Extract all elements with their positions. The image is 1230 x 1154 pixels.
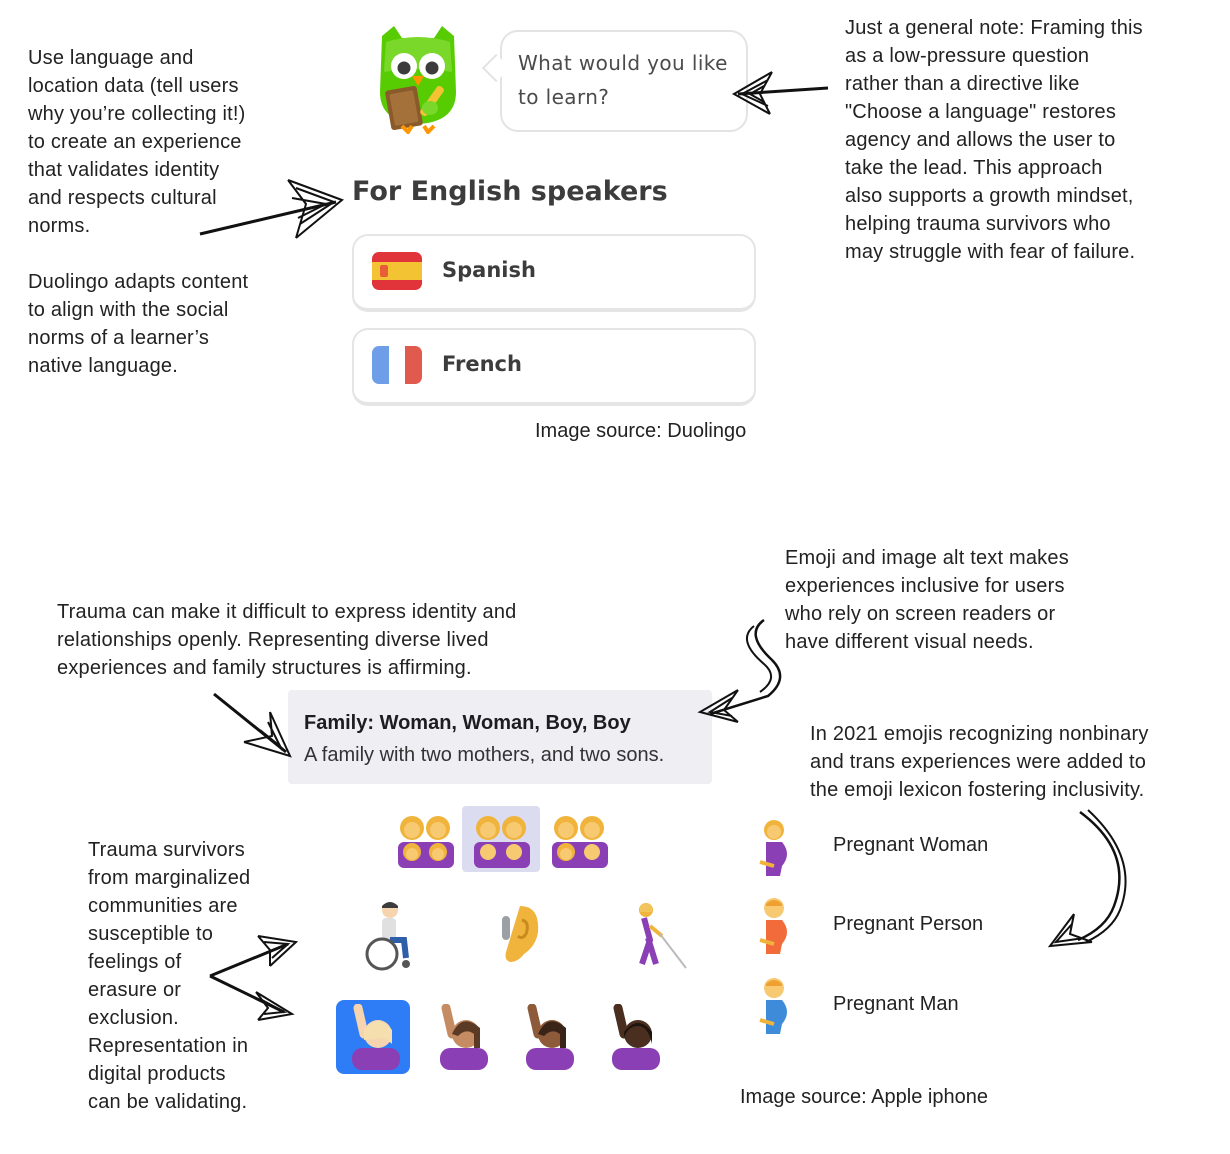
emoji-alt-text-box: Family: Woman, Woman, Boy, Boy A family … (288, 690, 712, 784)
spain-flag-icon (372, 252, 422, 290)
family-woman-woman-boy-boy-emoji[interactable] (470, 812, 534, 872)
note-marginalized: Trauma survivors from marginalized commu… (88, 839, 251, 1113)
person-raising-hand-medium-dark-emoji[interactable] (518, 1004, 578, 1070)
family-woman-woman-girl-girl-emoji[interactable] (394, 812, 458, 872)
note-general: Just a general note: Framing this as a l… (845, 17, 1143, 263)
learn-question: What would you like to learn? (518, 51, 728, 109)
language-label-french: French (442, 352, 522, 376)
france-flag-icon (372, 346, 422, 384)
ear-with-hearing-aid-emoji[interactable] (498, 902, 542, 968)
arrow-scribble-icon (199, 179, 344, 239)
for-english-speakers-heading: For English speakers (352, 176, 668, 207)
language-label-spanish: Spanish (442, 258, 536, 282)
emoji-alt-title: Family: Woman, Woman, Boy, Boy (304, 712, 631, 734)
arrow-double-icon (209, 935, 299, 1021)
speech-bubble (500, 30, 748, 132)
family-woman-woman-girl-boy-emoji[interactable] (548, 812, 612, 872)
pregnant-man-emoji[interactable] (752, 976, 792, 1036)
apple-source: Image source: Apple iphone (740, 1086, 988, 1108)
arrow-scribble-icon (213, 692, 292, 758)
pregnant-woman-emoji[interactable] (752, 818, 792, 878)
pregnant-man-label: Pregnant Man (833, 993, 959, 1015)
person-raising-hand-light-emoji[interactable] (344, 1004, 404, 1070)
note-alt-text: Emoji and image alt text makes experienc… (785, 547, 1069, 653)
person-raising-hand-dark-emoji[interactable] (604, 1004, 664, 1070)
arrow-curved-icon (697, 618, 782, 723)
person-raising-hand-medium-emoji[interactable] (432, 1004, 492, 1070)
pregnant-woman-label: Pregnant Woman (833, 834, 989, 856)
duolingo-source: Image source: Duolingo (535, 420, 747, 442)
pregnant-person-label: Pregnant Person (833, 913, 984, 935)
emoji-alt-description: A family with two mothers, and two sons. (304, 744, 665, 766)
note-emoji-2021: In 2021 emojis recognizing nonbinary and… (810, 723, 1149, 801)
arrow-curved-icon (1047, 809, 1127, 948)
language-option-spanish[interactable]: Spanish (352, 234, 756, 312)
person-with-white-cane-emoji[interactable] (626, 902, 690, 972)
note-duolingo-adapts: Duolingo adapts content to align with th… (28, 271, 249, 377)
language-option-french[interactable]: French (352, 328, 756, 406)
duolingo-owl-icon (380, 26, 456, 134)
person-in-wheelchair-emoji[interactable] (360, 900, 416, 972)
note-language-location: Use language and location data (tell use… (28, 47, 246, 237)
note-trauma-identity: Trauma can make it difficult to express … (57, 601, 517, 679)
arrow-scribble-icon (731, 71, 829, 115)
pregnant-person-emoji[interactable] (752, 896, 792, 956)
